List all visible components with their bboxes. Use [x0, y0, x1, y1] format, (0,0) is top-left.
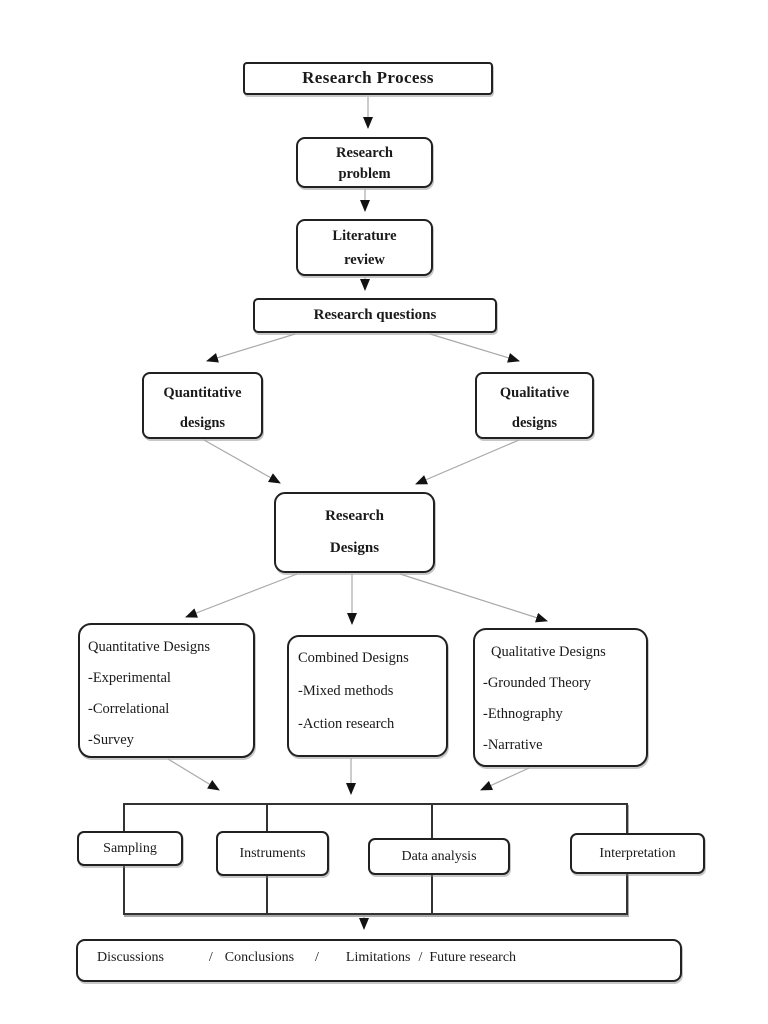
- node-label-line2: problem: [338, 166, 391, 182]
- list-item: -Experimental: [88, 670, 171, 686]
- node-research-problem: Research problem: [296, 137, 433, 188]
- node-qualitative-designs-list: Qualitative Designs -Grounded Theory -Et…: [473, 628, 648, 767]
- node-instruments: Instruments: [216, 831, 329, 876]
- node-quantitative-designs-list: Quantitative Designs -Experimental -Corr…: [78, 623, 255, 758]
- node-label-line1: Qualitative: [499, 385, 570, 401]
- node-summary-bar: Discussions / Conclusions / Limitations …: [76, 939, 682, 982]
- node-label-line1: Literature: [332, 228, 397, 244]
- node-qualitative-designs: Qualitative designs: [475, 372, 594, 439]
- node-literature-review: Literature review: [296, 219, 433, 276]
- node-label: Sampling: [103, 841, 157, 856]
- list-item: -Action research: [298, 716, 395, 732]
- list-title: Combined Designs: [298, 650, 409, 666]
- node-label: Instruments: [239, 846, 306, 861]
- list-item: -Mixed methods: [298, 683, 394, 699]
- list-item: -Narrative: [483, 737, 543, 753]
- list-item: -Grounded Theory: [483, 675, 592, 691]
- node-label-line2: designs: [511, 415, 558, 431]
- node-research-designs: Research Designs: [274, 492, 435, 573]
- node-label-line2: review: [344, 252, 385, 268]
- summary-slash: /: [208, 950, 213, 965]
- node-data-analysis: Data analysis: [368, 838, 510, 875]
- summary-segment: Limitations: [345, 950, 411, 965]
- list-title: Qualitative Designs: [491, 644, 606, 660]
- node-label-line1: Research: [325, 508, 384, 524]
- node-interpretation: Interpretation: [570, 833, 705, 874]
- list-item: -Survey: [88, 732, 134, 748]
- node-quantitative-designs: Quantitative designs: [142, 372, 263, 439]
- summary-segment: Future research: [429, 950, 517, 965]
- list-item: -Ethnography: [483, 706, 563, 722]
- node-label-line2: designs: [179, 415, 226, 431]
- node-label-line2: Designs: [329, 540, 380, 556]
- node-combined-designs-list: Combined Designs -Mixed methods -Action …: [287, 635, 448, 757]
- list-title: Quantitative Designs: [88, 639, 211, 655]
- node-label: Data analysis: [401, 849, 477, 864]
- summary-segment: Conclusions: [224, 950, 295, 965]
- node-label-line1: Research: [336, 145, 393, 161]
- node-label-line1: Quantitative: [163, 385, 242, 401]
- summary-slash: /: [418, 950, 423, 965]
- node-research-questions: Research questions: [253, 298, 497, 333]
- node-label: Interpretation: [599, 846, 676, 861]
- node-label: Research Process: [302, 68, 434, 87]
- node-research-process: Research Process: [243, 62, 493, 95]
- node-label: Research questions: [313, 307, 437, 323]
- list-item: -Correlational: [88, 701, 170, 717]
- summary-segment: Discussions: [97, 950, 164, 965]
- node-sampling: Sampling: [77, 831, 183, 866]
- summary-slash: /: [315, 950, 319, 965]
